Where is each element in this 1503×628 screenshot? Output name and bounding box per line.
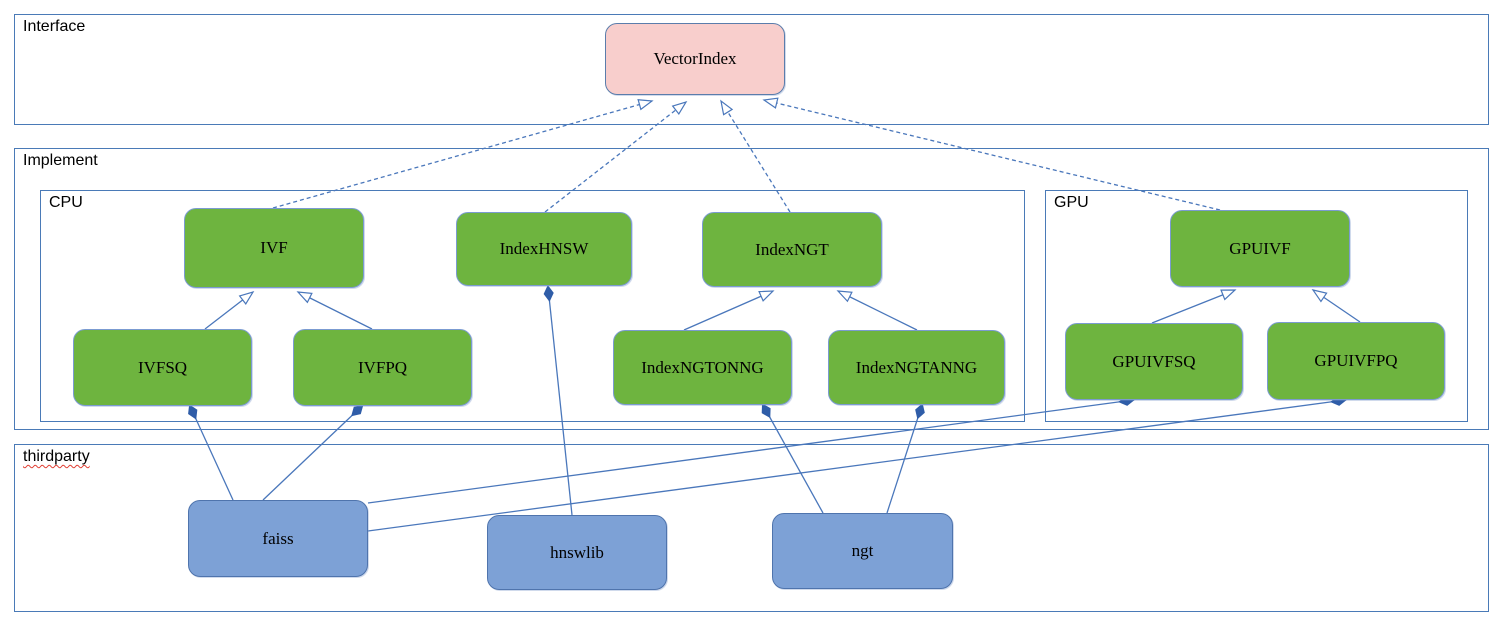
node-indexhnsw-label: IndexHNSW	[499, 239, 589, 258]
node-vectorindex-label: VectorIndex	[653, 49, 737, 68]
node-indexngt-label: IndexNGT	[755, 239, 829, 259]
node-gpuivfpq-label: GPUIVFPQ	[1314, 351, 1398, 370]
node-indexngtonng: IndexNGTONNG	[613, 330, 792, 405]
node-ivfpq-label: IVFPQ	[357, 357, 408, 377]
cpu-group-label: CPU	[49, 194, 83, 211]
node-ivfsq-label: IVFSQ	[137, 357, 188, 377]
node-ngt-label: ngt	[851, 541, 874, 560]
node-vectorindex: VectorIndex	[605, 23, 785, 95]
node-indexhnsw: IndexHNSW	[456, 212, 632, 286]
node-gpuivf: GPUIVF	[1170, 210, 1350, 287]
node-gpuivfsq: GPUIVFSQ	[1065, 323, 1243, 400]
node-hnswlib-label: hnswlib	[550, 542, 604, 562]
interface-group-label: Interface	[23, 18, 86, 35]
node-ngt: ngt	[772, 513, 953, 589]
node-ivf-label: IVF	[260, 238, 288, 257]
node-gpuivfpq: GPUIVFPQ	[1267, 322, 1445, 400]
node-faiss-label: faiss	[262, 528, 294, 548]
node-indexngtonng-label: IndexNGTONNG	[641, 357, 764, 377]
node-ivf: IVF	[184, 208, 364, 288]
node-gpuivfsq-label: GPUIVFSQ	[1112, 351, 1196, 371]
node-ivfsq: IVFSQ	[73, 329, 252, 406]
node-gpuivf-label: GPUIVF	[1229, 238, 1291, 258]
thirdparty-group-label: thirdparty	[23, 448, 90, 465]
node-indexngtanng: IndexNGTANNG	[828, 330, 1005, 405]
node-indexngtanng-label: IndexNGTANNG	[855, 357, 978, 377]
implement-group-label: Implement	[23, 152, 98, 169]
node-ivfpq: IVFPQ	[293, 329, 472, 406]
node-faiss: faiss	[188, 500, 368, 577]
node-hnswlib: hnswlib	[487, 515, 667, 590]
node-indexngt: IndexNGT	[702, 212, 882, 287]
